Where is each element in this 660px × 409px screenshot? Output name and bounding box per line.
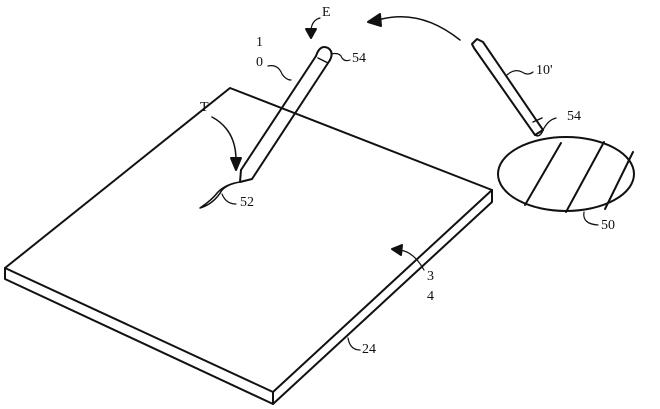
leader-24: [347, 337, 361, 351]
arrow-34: [391, 244, 425, 271]
label-10-prime: 10': [536, 63, 553, 78]
label-E: E: [322, 5, 331, 20]
stylus-10: [239, 46, 333, 183]
arrow-T: [211, 116, 242, 171]
label-54-top: 54: [352, 51, 366, 66]
label-T: T: [200, 100, 209, 115]
label-52: 52: [240, 195, 254, 210]
leader-10-prime: [505, 70, 534, 77]
label-50: 50: [601, 218, 615, 233]
leader-50: [583, 211, 599, 226]
arrow-return: [367, 13, 461, 41]
label-3: 3: [427, 269, 434, 284]
leader-54: [330, 52, 351, 62]
trace-squiggle: [199, 181, 241, 209]
leader-10: [267, 65, 292, 81]
pad-50: [497, 136, 635, 213]
leader-54-alt: [542, 117, 557, 131]
label-24: 24: [362, 342, 376, 357]
stylus-10-prime: [471, 38, 544, 137]
label-0: 0: [256, 55, 263, 70]
tablet: [4, 87, 493, 405]
arrow-E: [305, 17, 321, 39]
label-54-alt: 54: [567, 109, 581, 124]
leader-52: [221, 193, 237, 205]
label-4: 4: [427, 289, 434, 304]
label-1: 1: [256, 35, 263, 50]
